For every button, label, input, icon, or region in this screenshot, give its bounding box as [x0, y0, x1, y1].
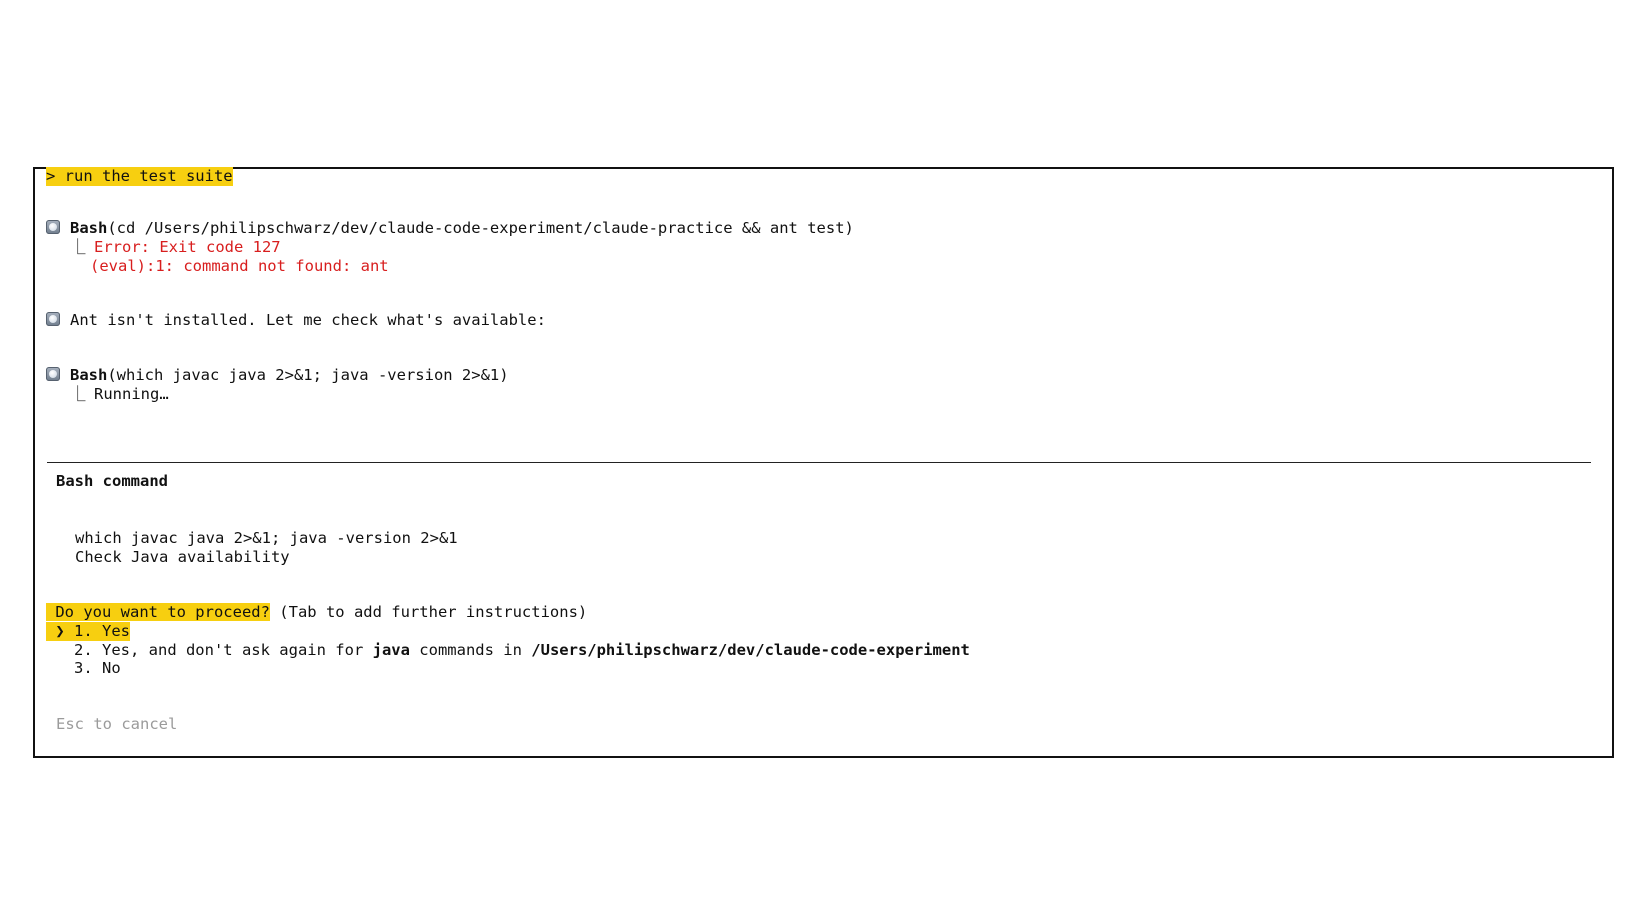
permission-title: Bash command: [56, 472, 168, 490]
proceed-hint: (Tab to add further instructions): [269, 603, 588, 621]
command-name: java: [372, 641, 410, 659]
tool-call-line: Bash(which javac java 2>&1; java -versio…: [70, 366, 509, 385]
option-no[interactable]: 3. No: [46, 659, 121, 677]
terminal-window: > run the test suite Bash(cd /Users/phil…: [33, 167, 1614, 758]
option-yes-dont-ask-again[interactable]: 2. Yes, and don't ask again for java com…: [46, 641, 970, 659]
tool-status-icon: [46, 220, 60, 234]
permission-command: which javac java 2>&1; java -version 2>&…: [75, 529, 458, 547]
tool-args: (cd /Users/philipschwarz/dev/claude-code…: [107, 219, 854, 237]
option-yes[interactable]: ❯ 1. Yes: [46, 622, 130, 641]
tool-result-marker: ⎿: [70, 385, 86, 403]
tool-name: Bash: [70, 219, 108, 237]
section-divider: [47, 462, 1591, 463]
tool-status-icon: [46, 367, 60, 381]
error-command-not-found: (eval):1: command not found: ant: [90, 257, 389, 275]
tool-name: Bash: [70, 366, 108, 384]
proceed-question-line: Do you want to proceed? (Tab to add furt…: [46, 603, 587, 622]
tool-call-line: Bash(cd /Users/philipschwarz/dev/claude-…: [70, 219, 854, 238]
tool-result-marker: ⎿: [70, 238, 86, 256]
proceed-question: Do you want to proceed?: [46, 603, 270, 621]
permission-description: Check Java availability: [75, 548, 290, 566]
project-path: /Users/philipschwarz/dev/claude-code-exp…: [531, 641, 970, 659]
cancel-hint: Esc to cancel: [56, 715, 178, 733]
tool-args: (which javac java 2>&1; java -version 2>…: [107, 366, 509, 384]
message-status-icon: [46, 312, 60, 326]
assistant-message: Ant isn't installed. Let me check what's…: [70, 311, 546, 329]
error-exit-code: Error: Exit code 127: [94, 238, 281, 256]
user-prompt: > run the test suite: [46, 167, 233, 186]
running-status: Running…: [94, 385, 169, 403]
